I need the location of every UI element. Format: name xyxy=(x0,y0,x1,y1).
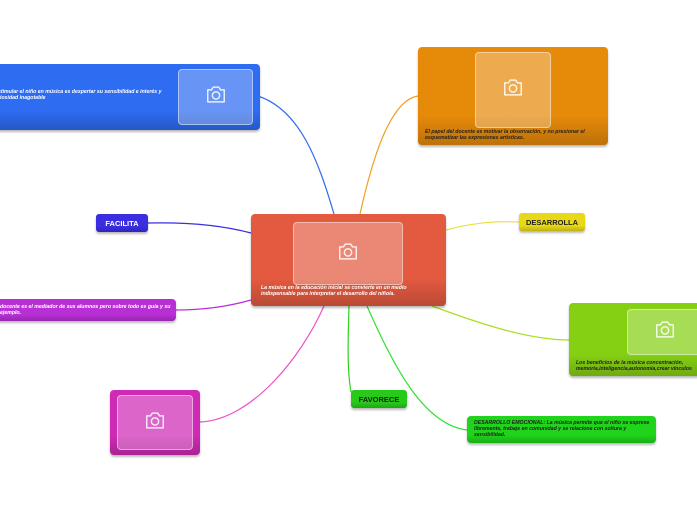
label-favorece[interactable]: FAVORECE xyxy=(351,390,407,408)
node-docente-mediador-text: docente es el mediador de sus alumnos pe… xyxy=(0,304,171,317)
connector-top-left xyxy=(257,95,335,215)
connector-facilita xyxy=(147,222,252,234)
connector-mediador xyxy=(175,299,252,311)
connector-desarrolla xyxy=(445,221,520,231)
node-papel-docente-text: El papel del docente es motivar la obser… xyxy=(425,129,585,142)
node-beneficios-text: Los beneficios de la música concentració… xyxy=(576,360,692,373)
camera-icon xyxy=(654,320,676,344)
connector-emocional xyxy=(366,305,468,431)
connector-top-right xyxy=(359,95,419,215)
node-magenta-image-placeholder xyxy=(117,395,193,450)
label-desarrolla[interactable]: DESARROLLA xyxy=(519,213,585,231)
node-imagen-magenta[interactable] xyxy=(110,390,200,455)
label-facilita[interactable]: FACILITA xyxy=(96,214,148,232)
node-desarrollo-emocional[interactable]: DESARROLLO EMOCIONAL: La música permite … xyxy=(467,416,656,443)
connector-magenta xyxy=(199,305,325,423)
camera-icon xyxy=(502,78,524,102)
node-papel-image-placeholder xyxy=(475,52,551,128)
node-estimular-nino-text: stimular el niño en música es despertar … xyxy=(0,89,162,102)
central-node-text: La música en la educación inicial se con… xyxy=(261,285,407,298)
central-node[interactable]: La música en la educación inicial se con… xyxy=(251,214,446,306)
node-beneficios-image-placeholder xyxy=(627,309,697,355)
connector-beneficios xyxy=(431,305,571,341)
node-desarrollo-emocional-text: DESARROLLO EMOCIONAL: La música permite … xyxy=(474,420,650,439)
camera-icon xyxy=(205,85,227,109)
central-image-placeholder xyxy=(293,222,403,285)
camera-icon xyxy=(337,242,359,266)
node-docente-mediador[interactable]: docente es el mediador de sus alumnos pe… xyxy=(0,299,176,321)
node-beneficios-musica[interactable]: Los beneficios de la música concentració… xyxy=(569,303,697,376)
node-estimular-nino[interactable]: stimular el niño en música es despertar … xyxy=(0,64,260,130)
connector-favorece xyxy=(347,305,352,393)
node-estimular-image-placeholder xyxy=(178,69,253,125)
camera-icon xyxy=(144,411,166,435)
node-papel-docente[interactable]: El papel del docente es motivar la obser… xyxy=(418,47,608,145)
